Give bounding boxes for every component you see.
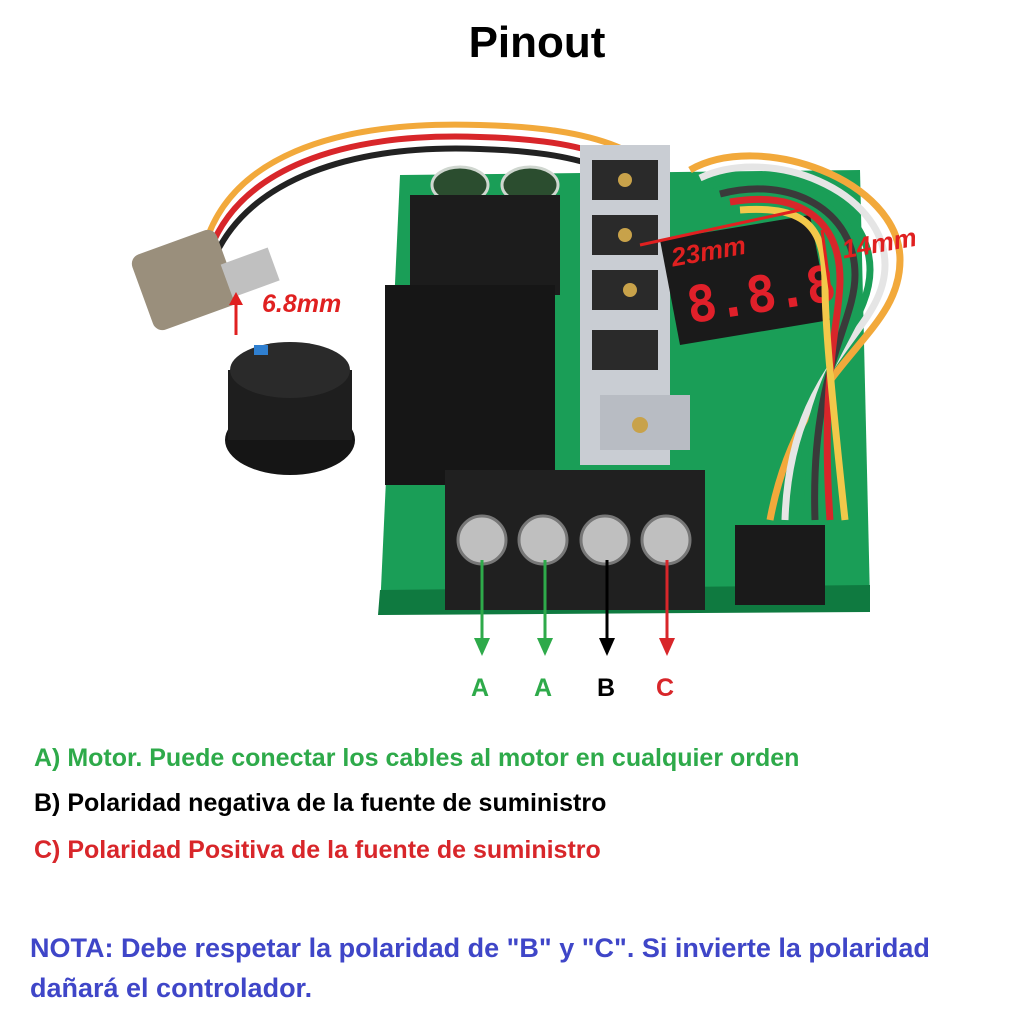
- dimension-shaft: 6.8mm: [229, 290, 341, 335]
- legend-c: C) Polaridad Positiva de la fuente de su…: [34, 836, 601, 864]
- page-title: Pinout: [468, 18, 606, 67]
- digital-display: 8.8.8: [660, 215, 840, 345]
- relay-bottom: [385, 285, 555, 485]
- screw-terminal-block: [445, 470, 705, 610]
- legend-a: A) Motor. Puede conectar los cables al m…: [34, 744, 800, 772]
- relay-top: [410, 195, 560, 295]
- controller-photo: 8.8.8 6.8mm 23mm 14: [131, 121, 919, 656]
- pin-arrows: [474, 560, 675, 656]
- legend-b: B) Polaridad negativa de la fuente de su…: [34, 789, 607, 817]
- knob: [225, 342, 355, 475]
- pin-label-a1: A: [471, 674, 490, 702]
- pin-label-c: C: [656, 674, 675, 702]
- potentiometer: [131, 229, 280, 331]
- pin-label-b: B: [597, 674, 616, 702]
- pin-label-a2: A: [534, 674, 553, 702]
- wire-connector: [735, 525, 825, 605]
- warning-note: NOTA: Debe respetar la polaridad de "B" …: [30, 933, 930, 1003]
- capacitors: [430, 165, 560, 205]
- shaft-dimension-label: 6.8mm: [262, 290, 341, 318]
- ribbon-wires: [688, 152, 904, 521]
- heatsink-stack: [580, 145, 690, 465]
